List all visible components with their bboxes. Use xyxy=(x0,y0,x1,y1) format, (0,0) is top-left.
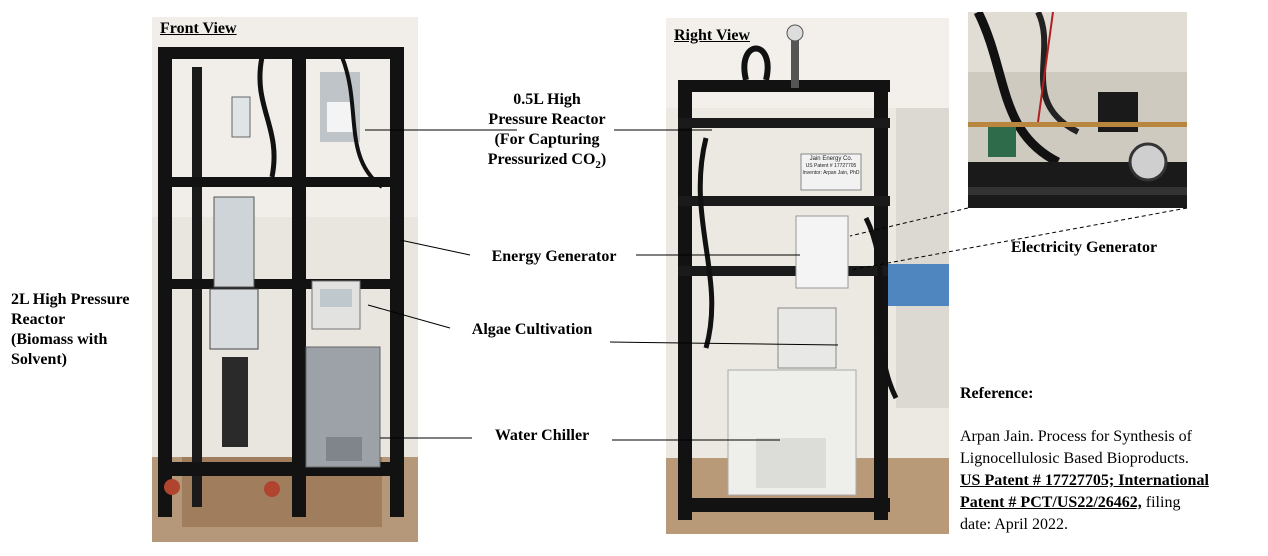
energy-generator-label: Energy Generator xyxy=(491,248,617,265)
electricity-generator-label: Electricity Generator xyxy=(1010,239,1158,256)
reactor-05l-line-1: 0.5L High xyxy=(513,91,581,108)
right-view-title: Right View xyxy=(674,27,750,44)
reactor-05l-line-3: (For Capturing xyxy=(494,131,600,148)
plaque: Jain Energy Co. US Patent # 17727705 Inv… xyxy=(802,156,860,177)
reactor-2l-line-4: Solvent) xyxy=(11,351,67,368)
plaque-line-1: Jain Energy Co. xyxy=(809,156,853,162)
reactor-05l-label: 0.5L High Pressure Reactor (For Capturin… xyxy=(462,90,632,175)
front-view-photo xyxy=(152,17,418,542)
plaque-line-2: US Patent # 17727705 xyxy=(805,163,857,169)
co2-subscript: 2 xyxy=(595,159,601,172)
electricity-generator-inset-photo xyxy=(968,12,1187,208)
reactor-2l-line-2: Reactor xyxy=(11,311,66,328)
reactor-05l-line-4-text: Pressurized CO xyxy=(487,151,596,168)
reference-patent-line-2: Patent # PCT/US22/26462, filing xyxy=(960,492,1260,514)
reactor-2l-label: 2L High Pressure Reactor (Biomass with S… xyxy=(11,290,156,370)
water-chiller-label: Water Chiller xyxy=(494,427,590,444)
plaque-line-3: Inventor: Arpan Jain, PhD xyxy=(802,170,860,176)
reactor-2l-line-1: 2L High Pressure xyxy=(11,291,130,308)
reactor-05l-line-4-close: ) xyxy=(600,151,607,168)
algae-cultivation-label: Algae Cultivation xyxy=(471,321,593,338)
reactor-2l-line-3: (Biomass with xyxy=(11,331,108,348)
reactor-05l-line-2: Pressure Reactor xyxy=(488,111,606,128)
reference-patent-1: US Patent # 17727705; International xyxy=(960,472,1209,489)
front-view-title: Front View xyxy=(160,20,237,37)
reference-line-2: Lignocellulosic Based Bioproducts. xyxy=(960,450,1189,467)
right-view-photo xyxy=(666,18,949,534)
reference-patent-2: Patent # PCT/US22/26462, xyxy=(960,494,1142,511)
reference-tail-1: filing xyxy=(1141,494,1181,511)
reference-block: Reference: Arpan Jain. Process for Synth… xyxy=(960,383,1260,536)
reference-date: date: April 2022. xyxy=(960,516,1068,533)
reference-heading: Reference: xyxy=(960,385,1034,402)
reactor-05l-line-4: Pressurized CO2) xyxy=(462,150,632,175)
reference-line-1: Arpan Jain. Process for Synthesis of xyxy=(960,428,1192,445)
